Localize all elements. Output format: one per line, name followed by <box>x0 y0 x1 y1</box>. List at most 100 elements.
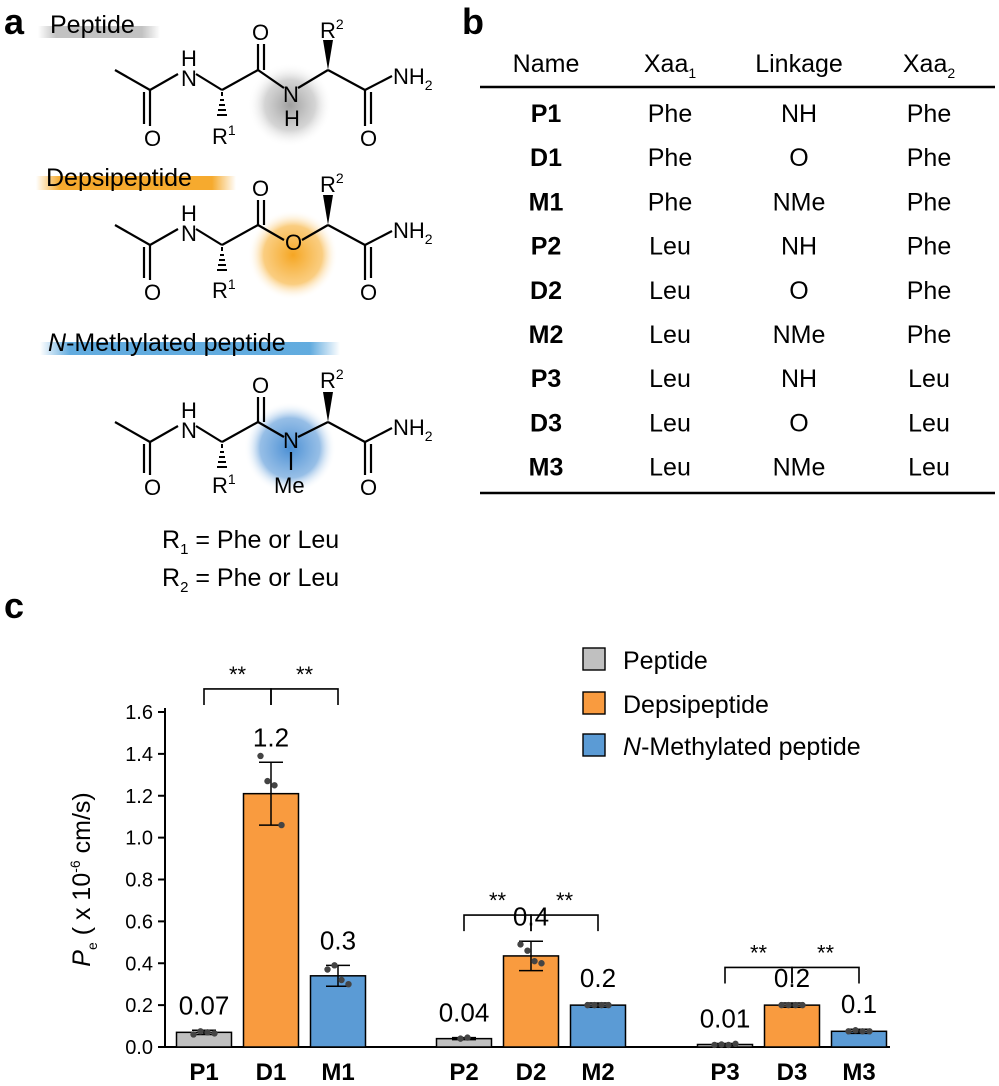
peptide-structure: O H N O N H R1 R2 O NH2 <box>114 16 433 151</box>
significance-bracket <box>270 688 339 705</box>
table-cell-1-2: O <box>789 144 808 172</box>
svg-text:R2: R2 <box>320 170 344 197</box>
table-cell-8-3: Leu <box>908 454 950 482</box>
table-cell-0-3: Phe <box>907 100 951 128</box>
data-point-P3 <box>725 1041 732 1049</box>
bar-M1 <box>309 975 367 1048</box>
depsipeptide-highlight <box>36 176 236 190</box>
depsipeptide-o-glow <box>248 210 338 300</box>
table-cell-1-3: Phe <box>907 144 951 172</box>
data-point-D2 <box>538 960 545 967</box>
nmethyl-label: N-Methylated peptide <box>48 329 286 357</box>
peptide-label: Peptide <box>50 11 135 39</box>
y-tick-label: 0.4 <box>125 953 153 975</box>
table-cell-1-1: Phe <box>648 144 692 172</box>
table-cell-2-3: Phe <box>907 188 951 216</box>
data-point-D1 <box>271 782 278 789</box>
y-tick-label: 1.4 <box>125 744 153 766</box>
table-cell-6-1: Leu <box>649 365 691 393</box>
table-cell-4-0: D2 <box>530 277 562 305</box>
data-point-P1 <box>204 1029 211 1036</box>
peptide-nh-glow <box>248 63 332 147</box>
data-point-D3 <box>799 1001 806 1009</box>
table-header-3: Xaa2 <box>903 50 955 81</box>
permeability-chart: 0.00.20.40.60.81.01.21.41.6Pe ( x 10-6 c… <box>67 647 890 1086</box>
panel-label-c: c <box>4 585 24 626</box>
table-cell-5-2: NMe <box>773 321 826 349</box>
nmethyl-structure: O H N O N Me R1 R2 O NH2 <box>114 366 433 500</box>
svg-text:H: H <box>284 106 300 131</box>
table-cell-6-3: Leu <box>908 365 950 393</box>
svg-text:R1: R1 <box>212 471 236 498</box>
nmethyl-highlight <box>40 342 340 355</box>
svg-text:O: O <box>252 176 269 201</box>
table-cell-2-0: M1 <box>529 188 564 216</box>
panel-label-b: b <box>462 1 484 42</box>
value-label-D1: 1.2 <box>253 722 289 752</box>
bar-D1 <box>242 792 300 1048</box>
data-point-M3 <box>866 1028 873 1035</box>
category-label-D3: D3 <box>777 1059 808 1086</box>
significance-label: ** <box>556 888 574 913</box>
table-cell-6-0: P3 <box>531 365 562 393</box>
bar-M2 <box>569 1004 627 1048</box>
svg-text:O: O <box>360 126 377 151</box>
svg-text:R1: R1 <box>212 122 236 149</box>
significance-bracket <box>203 688 272 705</box>
svg-text:O: O <box>144 280 161 305</box>
data-point-M3 <box>859 1028 866 1035</box>
data-point-D1 <box>278 821 285 829</box>
svg-text:O: O <box>144 475 161 500</box>
y-tick-label: 1.0 <box>125 828 153 850</box>
nmethyl-n-glow <box>244 402 336 494</box>
significance-label: ** <box>817 940 835 965</box>
table-cell-4-3: Phe <box>907 277 951 305</box>
svg-text:R1: R1 <box>212 276 236 303</box>
table-cell-1-0: D1 <box>530 144 562 172</box>
significance-label: ** <box>296 662 314 687</box>
category-label-P1: P1 <box>189 1059 218 1086</box>
y-tick-label: 1.6 <box>125 702 153 724</box>
panel-label-a: a <box>4 1 25 42</box>
svg-text:NH2: NH2 <box>393 218 433 247</box>
data-point-D2 <box>531 957 538 965</box>
category-label-M3: M3 <box>842 1059 875 1086</box>
table-cell-8-2: NMe <box>773 454 826 482</box>
legend-swatch-0 <box>582 647 606 671</box>
data-point-M2 <box>598 1001 605 1009</box>
data-point-D2 <box>524 947 531 954</box>
svg-text:H: H <box>181 46 197 71</box>
svg-text:R2: R2 <box>320 16 344 43</box>
value-label-M1: 0.3 <box>320 925 356 955</box>
table-cell-4-1: Leu <box>649 277 691 305</box>
table-cell-8-0: M3 <box>529 454 564 482</box>
data-point-M2 <box>584 1001 591 1009</box>
table-cell-3-2: NH <box>781 233 817 261</box>
svg-text:H: H <box>181 398 197 423</box>
r2-definition: R2 = Phe or Leu <box>162 564 339 596</box>
value-label-P2: 0.04 <box>439 998 490 1028</box>
legend-label-2: N-Methylated peptide <box>623 733 861 761</box>
significance-bracket <box>530 914 599 932</box>
category-label-P3: P3 <box>710 1059 739 1086</box>
y-tick-label: 0.8 <box>125 870 153 892</box>
data-point-M1 <box>338 976 345 984</box>
table-cell-2-1: Phe <box>648 188 692 216</box>
data-point-D1 <box>264 777 271 785</box>
depsipeptide-structure: O H N O O R1 R2 O NH2 <box>114 170 433 305</box>
y-tick-label: 0.0 <box>125 1037 153 1059</box>
table-cell-7-0: D3 <box>530 409 562 437</box>
svg-text:NH2: NH2 <box>393 64 433 93</box>
data-point-P1 <box>197 1028 204 1035</box>
table-cell-0-0: P1 <box>531 100 562 128</box>
category-label-P2: P2 <box>449 1059 478 1086</box>
data-point-P3 <box>732 1040 739 1048</box>
svg-text:R2: R2 <box>320 366 344 393</box>
table-cell-5-3: Phe <box>907 321 951 349</box>
significance-label: ** <box>750 940 768 965</box>
svg-text:Me: Me <box>274 473 305 498</box>
value-label-M2: 0.2 <box>580 963 616 993</box>
data-point-P1 <box>190 1031 197 1038</box>
